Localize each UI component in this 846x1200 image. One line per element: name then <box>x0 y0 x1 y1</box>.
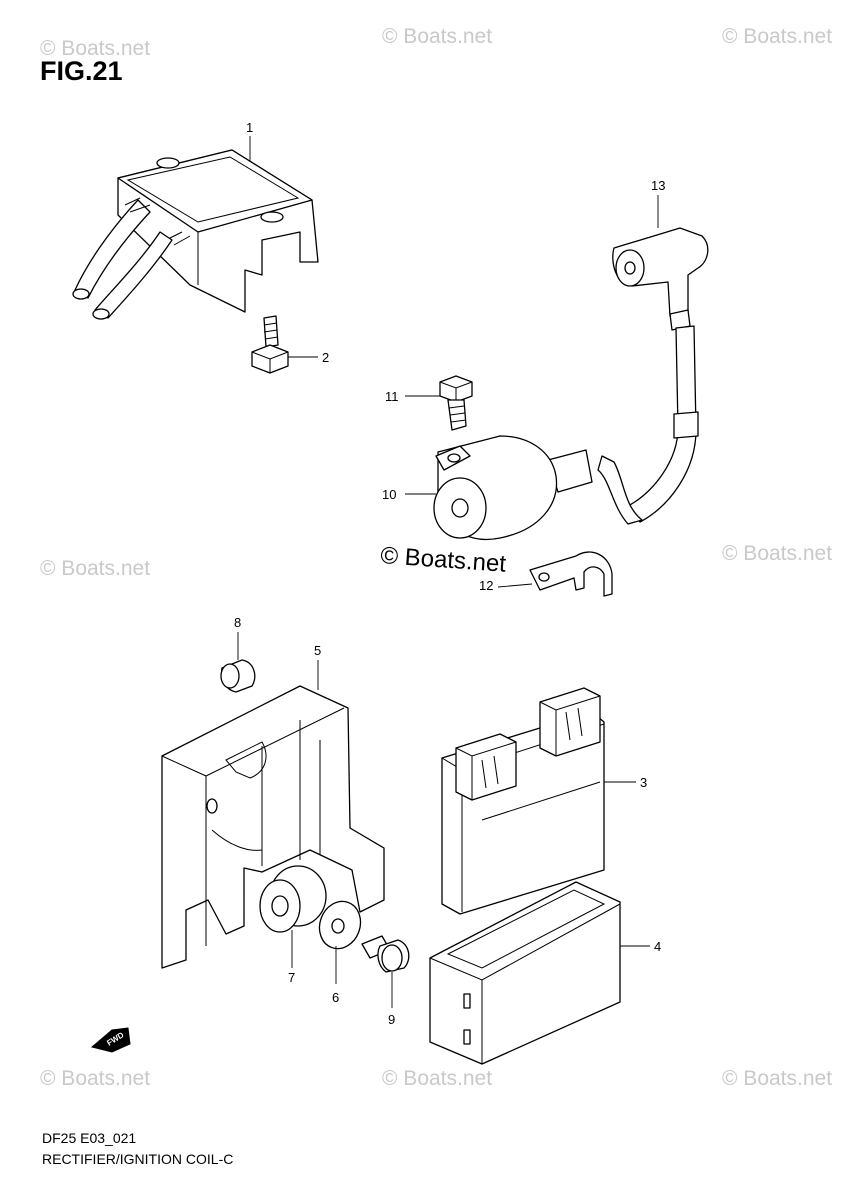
callout-9: 9 <box>388 1012 395 1027</box>
figure-title: FIG.21 <box>40 56 123 86</box>
grommet-part <box>259 865 327 933</box>
ignition-coil-part <box>433 325 699 541</box>
bolt-part-2 <box>251 315 289 374</box>
callout-2: 2 <box>322 350 329 365</box>
bolt-part-9 <box>361 935 410 973</box>
watermark: © Boats.net <box>722 25 832 48</box>
watermark: © Boats.net <box>40 37 150 60</box>
fwd-arrow-icon: FWD <box>90 1027 131 1053</box>
callout-12: 12 <box>479 578 493 593</box>
callout-8: 8 <box>234 615 241 630</box>
callout-4: 4 <box>654 939 661 954</box>
cap-part <box>220 659 256 693</box>
callout-7: 7 <box>288 970 295 985</box>
cdi-unit-part <box>441 687 605 915</box>
washer-part <box>318 900 362 950</box>
watermark: © Boats.net <box>40 557 150 580</box>
callout-6: 6 <box>332 990 339 1005</box>
callout-11: 11 <box>385 389 399 404</box>
watermark: © Boats.net <box>382 1067 492 1090</box>
rectifier-part <box>72 149 319 320</box>
callout-3: 3 <box>640 775 647 790</box>
watermark: © Boats.net <box>382 25 492 48</box>
callout-5: 5 <box>314 643 321 658</box>
watermark: © Boats.net <box>722 1067 832 1090</box>
cover-part <box>429 881 621 1065</box>
watermark-center: © Boats.net <box>380 542 508 578</box>
figure-caption: RECTIFIER/IGNITION COIL-C <box>42 1151 234 1167</box>
leader-line <box>497 583 533 588</box>
callout-1: 1 <box>246 120 253 135</box>
model-code: DF25 E03_021 <box>42 1130 137 1146</box>
plug-cap-part <box>612 227 709 331</box>
callout-10: 10 <box>382 487 396 502</box>
clamp-part <box>529 551 613 597</box>
watermark: © Boats.net <box>722 542 832 565</box>
bolt-part-11 <box>439 375 473 431</box>
bracket-part <box>161 685 385 969</box>
callout-13: 13 <box>651 178 665 193</box>
watermark: © Boats.net <box>40 1067 150 1090</box>
